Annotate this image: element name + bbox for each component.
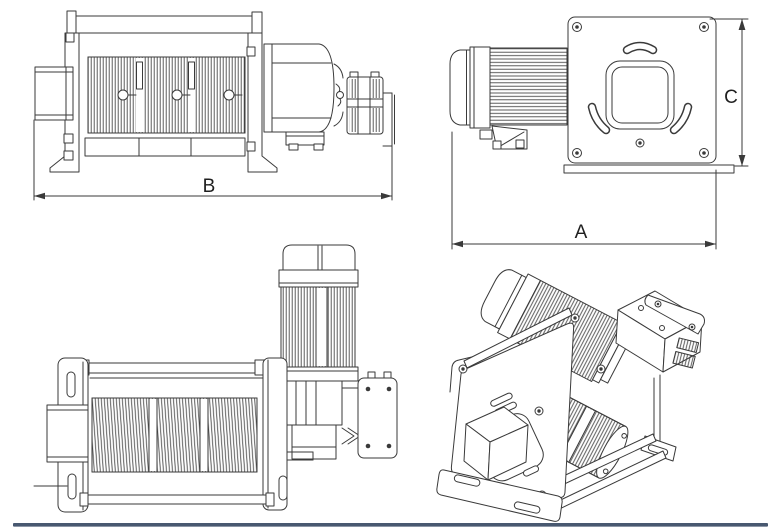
base-rail (84, 137, 246, 157)
outboard-bearing-plate (341, 371, 398, 459)
rear-plate-corner (449, 355, 477, 393)
front-foot (436, 469, 563, 522)
motor-side (263, 43, 344, 151)
motor-end (449, 46, 568, 150)
rope-anchor-block (34, 66, 74, 121)
dim-label-a: A (575, 222, 588, 243)
bottom-divider-bar (13, 523, 768, 527)
dimension-c: C (709, 18, 749, 167)
tie-rod-bottom (81, 494, 273, 505)
motor-vertical (276, 244, 359, 382)
terminal-bracket (672, 337, 700, 369)
iso-view-left (33, 244, 398, 513)
right-side-plate (247, 32, 278, 173)
dimension-b: B (33, 92, 393, 201)
top-tie-bar (74, 15, 258, 34)
side-view: B (33, 10, 395, 201)
brake-unit (346, 71, 395, 147)
mounting-plate (563, 16, 735, 174)
cable-drum (87, 56, 246, 134)
tie-rod-top (87, 362, 264, 374)
cable-drum (91, 397, 258, 473)
front-plate (450, 322, 606, 500)
dim-label-b: B (203, 176, 216, 197)
gearbox (285, 380, 361, 460)
rope-anchor-block (33, 404, 89, 487)
rear-plate (640, 374, 677, 462)
right-side-plate (262, 357, 288, 511)
dim-label-c: C (724, 87, 738, 108)
dimension-a: A (451, 131, 717, 250)
end-view: C A (449, 16, 749, 250)
iso-view-right (436, 269, 705, 522)
